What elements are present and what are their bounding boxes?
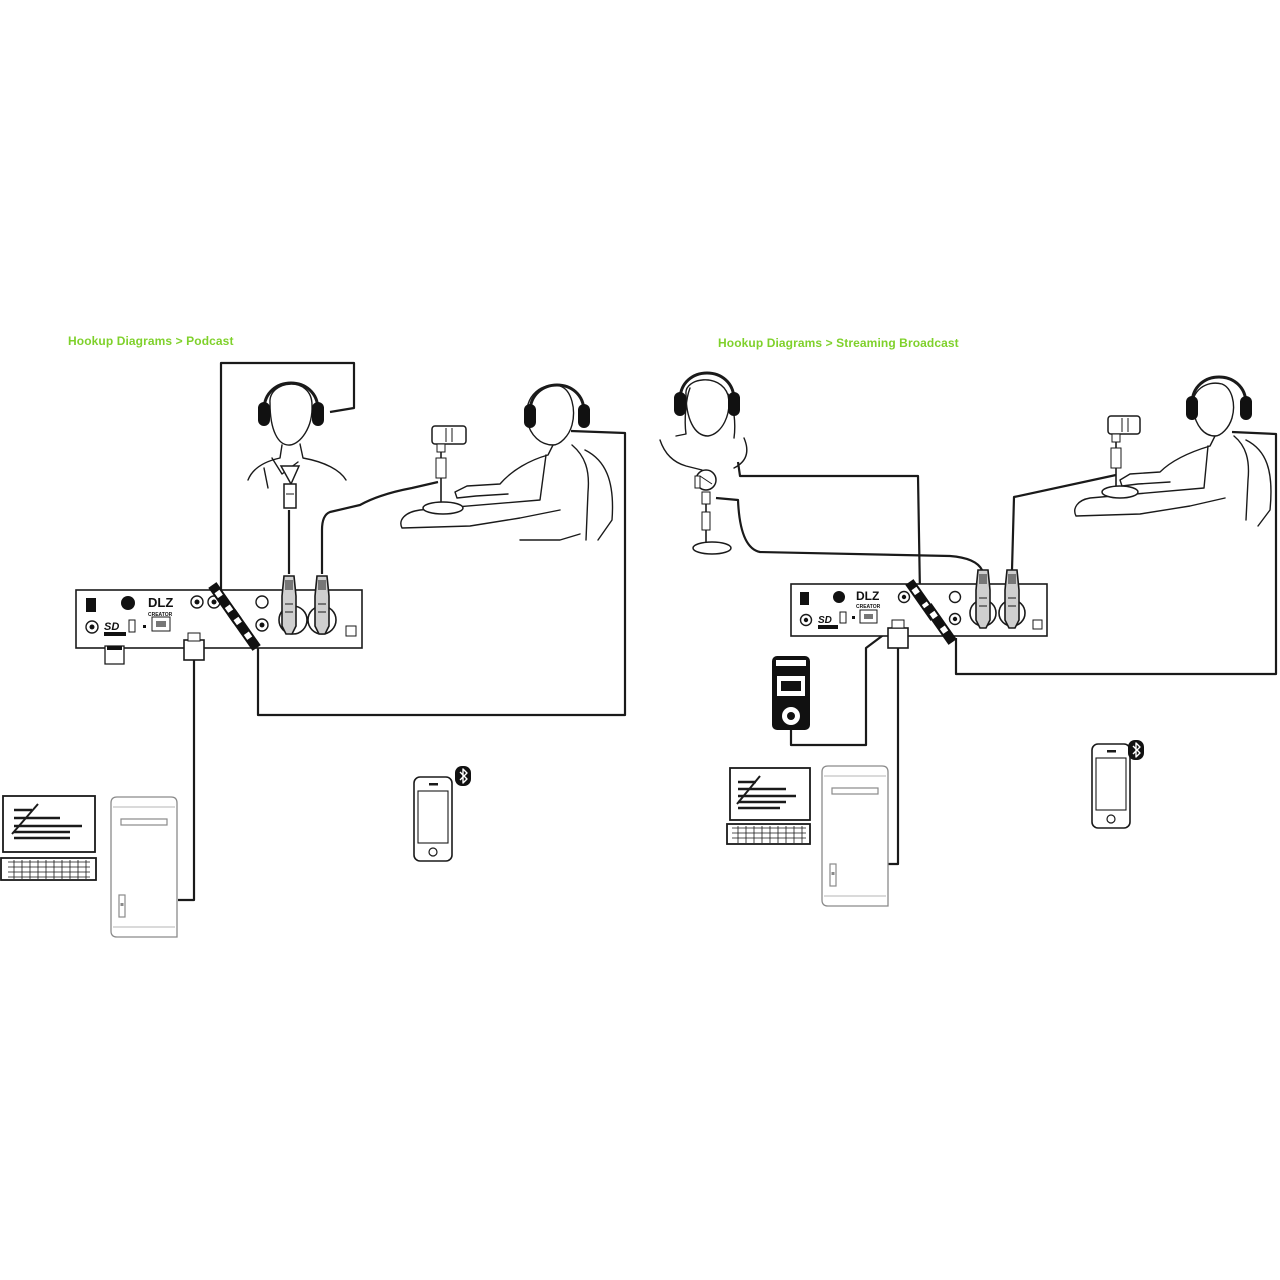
xlr-connector-2 <box>314 575 330 635</box>
desktop-tower-icon <box>110 796 178 938</box>
host-mic-cable <box>320 480 439 574</box>
laptop-icon <box>726 767 811 845</box>
host-headphones-icon <box>522 383 592 430</box>
mackie-logo-icon <box>121 596 135 610</box>
podcast-diagram: DLZ CREATOR SD <box>0 361 627 938</box>
host-person <box>400 383 614 541</box>
woman-person <box>659 371 748 471</box>
woman-headphone-cable <box>736 461 922 595</box>
bluetooth-icon <box>454 765 472 787</box>
recorder-icon <box>772 656 810 730</box>
man-person <box>1074 375 1272 527</box>
woman-mic-cable <box>715 496 983 571</box>
usb-port[interactable] <box>128 619 136 633</box>
man-headphone-cable <box>954 430 1278 676</box>
mixer-brand: DLZ <box>856 589 879 603</box>
xlr-connector-3 <box>975 569 991 629</box>
sd-logo: SD <box>818 615 832 626</box>
laptop-icon <box>0 795 97 881</box>
usb-cable-podcast <box>178 660 196 902</box>
host-desk-microphone-icon <box>422 425 467 515</box>
man-desk-microphone-icon <box>1101 415 1141 499</box>
bluetooth-icon <box>1127 739 1145 761</box>
woman-microphone-icon <box>692 469 732 555</box>
xlr-connector-4 <box>1004 569 1020 629</box>
host-headphone-cable <box>256 429 627 717</box>
mixer-model: CREATOR <box>856 604 881 610</box>
smartphone-icon <box>413 776 453 862</box>
power-switch[interactable] <box>86 598 96 612</box>
smartphone-icon <box>1091 743 1131 829</box>
guest-microphone-icon <box>279 465 301 509</box>
podcast-title: Hookup Diagrams > Podcast <box>68 334 234 348</box>
xlr-connector-1 <box>281 575 297 635</box>
sd-logo: SD <box>104 621 119 633</box>
usb-plug-podcast <box>183 632 205 661</box>
desktop-tower-icon <box>821 765 889 907</box>
streaming-diagram: DLZ CREATOR SD <box>659 371 1278 907</box>
recorder-cable <box>789 629 891 747</box>
guest-headphone-cable <box>219 361 356 596</box>
man-mic-cable <box>1010 473 1117 571</box>
mixer-brand: DLZ <box>148 595 173 610</box>
sd-card-icon <box>104 645 125 665</box>
usb-plug-streaming <box>887 619 909 649</box>
mixer-model: CREATOR <box>148 612 173 618</box>
streaming-title: Hookup Diagrams > Streaming Broadcast <box>718 336 959 350</box>
guest-person <box>247 381 347 489</box>
guest-headphones-icon <box>256 381 326 428</box>
